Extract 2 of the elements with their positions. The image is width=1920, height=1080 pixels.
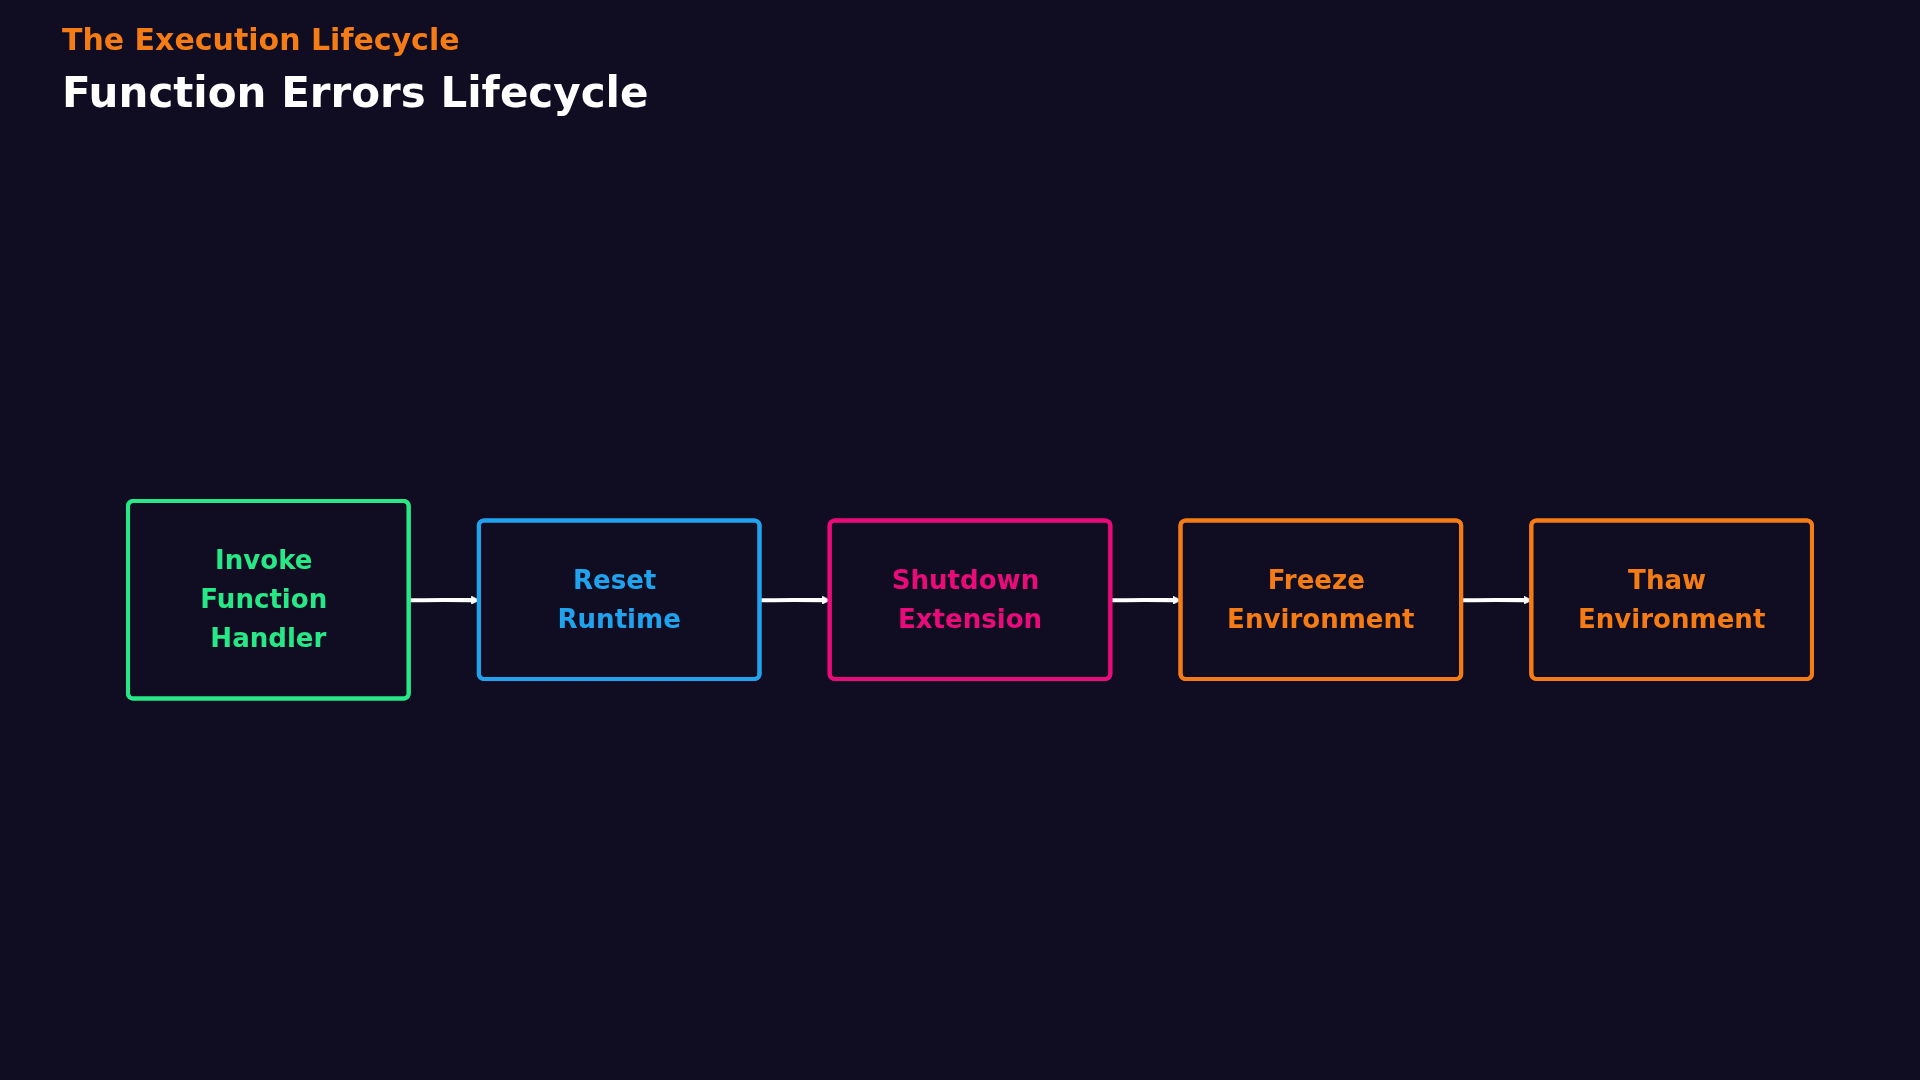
title: Function Errors Lifecycle [62,68,649,117]
subtitle: The Execution Lifecycle [62,22,460,57]
